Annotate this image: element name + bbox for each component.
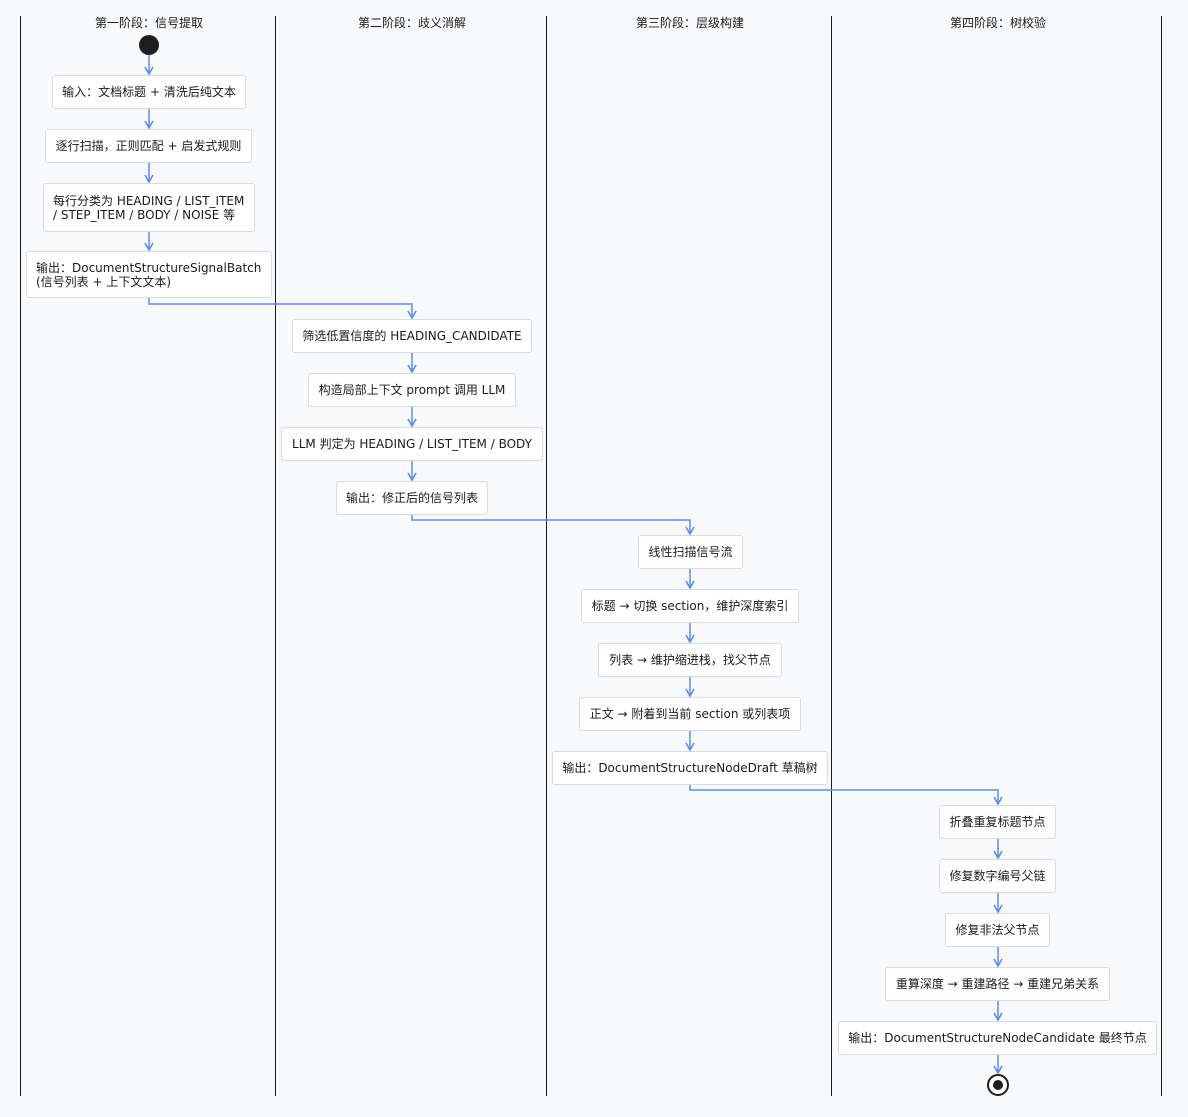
start-node [139,35,159,55]
node-scan-lines: 逐行扫描，正则匹配 + 启发式规则 [45,129,252,163]
node-signal-batch-output: 输出：DocumentStructureSignalBatch (信号列表 + … [26,251,272,298]
node-classify-lines: 每行分类为 HEADING / LIST_ITEM / STEP_ITEM / … [43,183,255,232]
node-draft-tree-output: 输出：DocumentStructureNodeDraft 草稿树 [552,751,828,785]
node-heading-switch-section: 标题 → 切换 section，维护深度索引 [581,589,799,623]
arrow [411,515,695,536]
node-build-prompt: 构造局部上下文 prompt 调用 LLM [308,373,516,407]
node-recompute-depth: 重算深度 → 重建路径 → 重建兄弟关系 [885,967,1110,1001]
node-linear-scan: 线性扫描信号流 [638,535,743,569]
lane-title-stage-2: 第二阶段：歧义消解 [357,16,467,30]
lane-title-stage-1: 第一阶段：信号提取 [94,16,204,30]
node-fix-numbering-chain: 修复数字编号父链 [939,859,1056,893]
lane-title-stage-3: 第三阶段：层级构建 [635,16,745,30]
lane-divider [275,16,276,1096]
node-filter-low-confidence: 筛选低置信度的 HEADING_CANDIDATE [292,319,532,353]
lane-divider [831,16,832,1096]
node-fix-illegal-parent: 修复非法父节点 [945,913,1050,947]
lane-divider [1161,16,1162,1096]
lane-divider [20,16,21,1096]
end-node [987,1074,1009,1096]
lane-divider [546,16,547,1096]
node-list-indent-stack: 列表 → 维护缩进栈，找父节点 [598,643,782,677]
node-body-attach: 正文 → 附着到当前 section 或列表项 [579,697,801,731]
node-corrected-signals-output: 输出：修正后的信号列表 [336,481,488,515]
arrow [689,785,1003,806]
node-final-candidate-output: 输出：DocumentStructureNodeCandidate 最终节点 [838,1021,1157,1055]
lane-title-stage-4: 第四阶段：树校验 [949,16,1047,30]
node-input: 输入：文档标题 + 清洗后纯文本 [52,75,246,109]
node-llm-judge: LLM 判定为 HEADING / LIST_ITEM / BODY [281,427,543,461]
node-fold-duplicate-headings: 折叠重复标题节点 [939,805,1056,839]
arrow [148,298,417,320]
